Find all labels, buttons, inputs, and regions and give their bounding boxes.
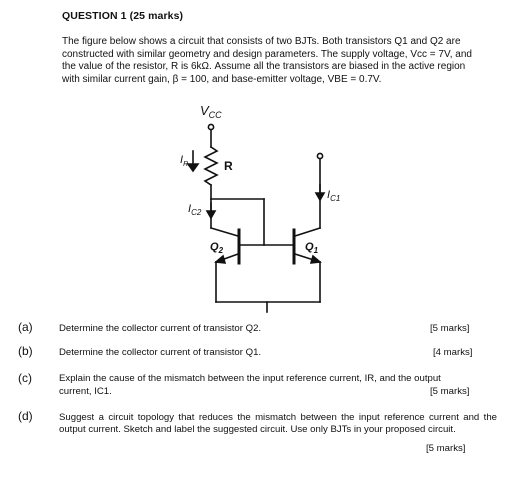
question-intro: The figure below shows a circuit that co… [62, 36, 472, 85]
ic1-label: IC1 [327, 189, 340, 203]
part-d-label: (d) [18, 409, 33, 423]
part-c-text-line2: current, IC1. [59, 386, 112, 397]
ir-arrow [186, 163, 200, 173]
part-b-text: Determine the collector current of trans… [59, 347, 262, 358]
part-d-marks: [5 marks] [426, 443, 466, 454]
ic1-arrow [314, 192, 326, 202]
q2-label: Q2 [210, 241, 224, 255]
part-d-text: Suggest a circuit topology that reduces … [59, 412, 497, 435]
vcc-terminal [207, 123, 215, 131]
vcc-label: VCC [200, 103, 222, 120]
question-title: QUESTION 1 (25 marks) [62, 10, 184, 22]
part-c-text-line1: Explain the cause of the mismatch betwee… [59, 373, 441, 384]
ir-label: IR [180, 154, 188, 168]
part-a-label: (a) [18, 320, 33, 334]
q2-emitter-arrow [214, 254, 227, 264]
resistor-r [203, 145, 219, 187]
q1-collector-terminal [316, 152, 324, 160]
part-c-marks: [5 marks] [430, 386, 470, 397]
ic2-label: IC2 [188, 203, 202, 217]
r-label: R [224, 159, 233, 173]
part-a-marks: [5 marks] [430, 323, 470, 334]
ic2-arrow [205, 210, 217, 220]
part-b-label: (b) [18, 344, 33, 358]
q1-label: Q1 [305, 241, 319, 255]
part-b-marks: [4 marks] [433, 347, 473, 358]
q1-emitter-arrow [309, 254, 322, 264]
part-a-text: Determine the collector current of trans… [59, 323, 262, 334]
part-c-label: (c) [18, 371, 32, 385]
